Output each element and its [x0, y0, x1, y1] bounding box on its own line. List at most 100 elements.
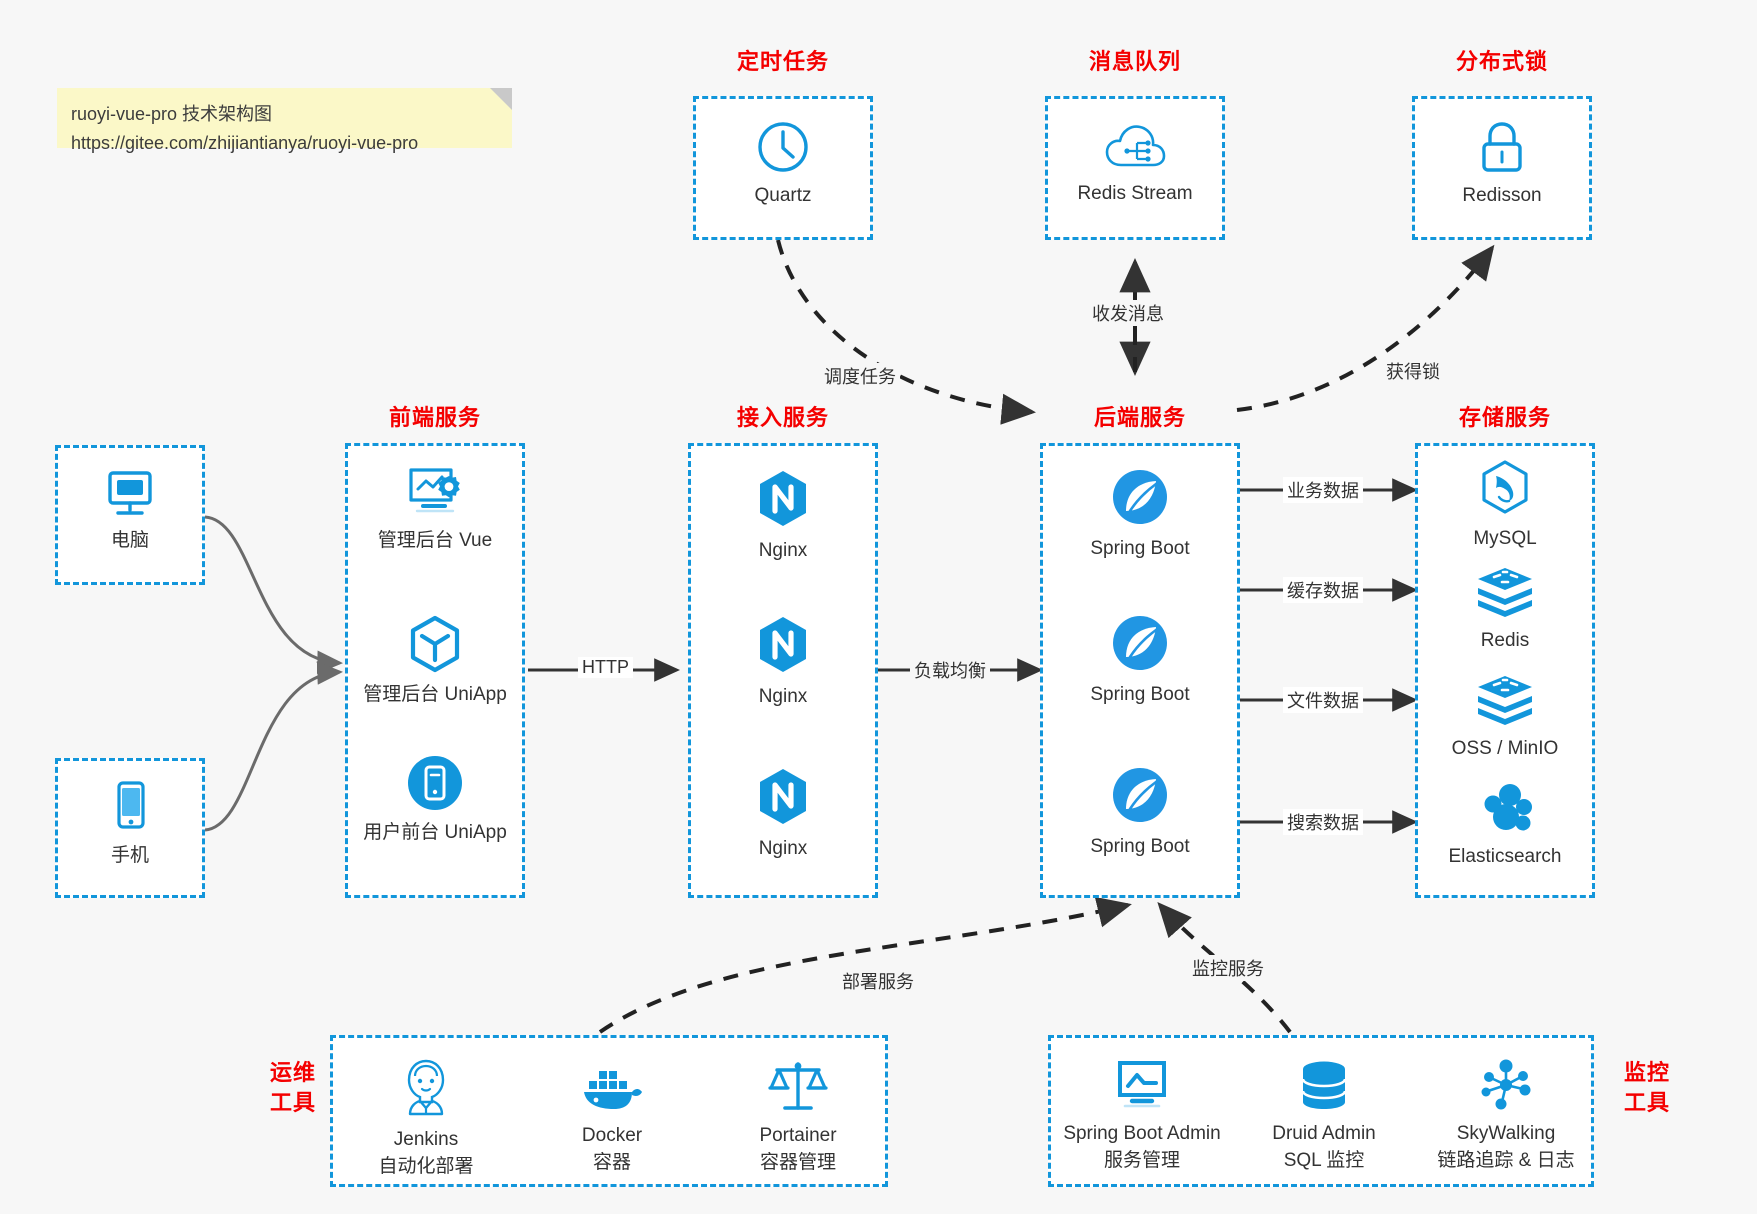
cloud-stream-icon: [1105, 125, 1166, 167]
node-portainer[interactable]: Portainer 容器管理: [705, 1058, 891, 1176]
node-redis[interactable]: Redis: [1418, 566, 1592, 653]
database-icon: [1301, 1061, 1347, 1109]
group-box-gateway: Nginx Nginx Nginx: [688, 443, 878, 898]
node-elasticsearch[interactable]: Elasticsearch: [1418, 782, 1592, 869]
group-title-frontend: 前端服务: [388, 405, 481, 430]
group-box-scheduled-task: Quartz: [693, 96, 873, 240]
group-title-distributed-lock: 分布式锁: [1455, 49, 1548, 74]
node-druid-admin[interactable]: Druid Admin SQL 监控: [1233, 1060, 1415, 1174]
node-desc: 链路追踪 & 日志: [1437, 1150, 1575, 1171]
desktop-icon: [108, 471, 152, 515]
edge-label-business-data: 业务数据: [1283, 477, 1363, 503]
elasticsearch-icon: [1484, 784, 1532, 831]
group-box-devops: Jenkins 自动化部署 Docker 容器: [330, 1035, 888, 1187]
edge-label-deploy-service: 部署服务: [838, 968, 918, 994]
node-mobile[interactable]: 手机: [58, 779, 202, 868]
node-label: Spring Boot: [1090, 836, 1190, 857]
client-box-mobile: 手机: [55, 758, 205, 898]
node-skywalking[interactable]: SkyWalking 链路追踪 & 日志: [1415, 1058, 1597, 1174]
nginx-icon: [760, 769, 806, 824]
edge-label-search-data: 搜索数据: [1283, 809, 1363, 835]
note-fold-icon: [490, 88, 512, 110]
node-mysql[interactable]: MySQL: [1418, 458, 1592, 551]
group-box-distributed-lock: Redisson: [1412, 96, 1592, 240]
node-label: 用户前台 UniApp: [363, 822, 507, 843]
jenkins-butler-icon: [407, 1059, 445, 1116]
group-title-monitoring-line2: 工具: [1623, 1090, 1670, 1115]
group-title-message-queue: 消息队列: [1088, 49, 1181, 74]
node-name: Docker: [581, 1125, 643, 1146]
phone-circle-icon: [408, 756, 462, 810]
spring-leaf-icon: [1113, 616, 1167, 670]
node-spring-boot-admin[interactable]: Spring Boot Admin 服务管理: [1051, 1058, 1233, 1174]
edge-label-cache-data: 缓存数据: [1283, 577, 1363, 603]
monitor-chart-icon: [1118, 1061, 1166, 1108]
node-nginx-2[interactable]: Nginx: [691, 614, 875, 709]
node-jenkins[interactable]: Jenkins 自动化部署: [333, 1056, 519, 1180]
spring-leaf-icon: [1113, 470, 1167, 524]
node-quartz[interactable]: Quartz: [696, 119, 870, 208]
group-title-devops-line1: 运维: [269, 1060, 316, 1085]
clock-icon: [758, 122, 808, 172]
node-label: Redis: [1480, 630, 1530, 651]
edge-label-monitor-service: 监控服务: [1188, 955, 1268, 981]
hexagon-cube-icon: [410, 615, 460, 673]
monitor-gear-icon: [409, 468, 460, 513]
node-label: Spring Boot: [1090, 684, 1190, 705]
group-box-monitoring: Spring Boot Admin 服务管理 Druid Admin SQL 监…: [1048, 1035, 1594, 1187]
node-label: Quartz: [754, 185, 812, 206]
node-spring-boot-2[interactable]: Spring Boot: [1043, 612, 1237, 707]
node-redisson[interactable]: Redisson: [1415, 119, 1589, 208]
spring-leaf-icon: [1113, 768, 1167, 822]
node-spring-boot-1[interactable]: Spring Boot: [1043, 466, 1237, 561]
edge-label-http: HTTP: [578, 657, 633, 678]
node-label: Nginx: [758, 686, 808, 707]
node-label: MySQL: [1473, 528, 1537, 549]
group-title-devops-line2: 工具: [269, 1090, 316, 1115]
node-desc: 自动化部署: [378, 1156, 474, 1177]
edge-label-file-data: 文件数据: [1283, 687, 1363, 713]
node-desktop[interactable]: 电脑: [58, 468, 202, 553]
nginx-icon: [760, 471, 806, 526]
group-title-storage: 存储服务: [1458, 405, 1551, 430]
node-admin-uniapp[interactable]: 管理后台 UniApp: [348, 614, 522, 707]
node-label: OSS / MinIO: [1451, 738, 1559, 759]
group-title-monitoring: 监控 工具: [1612, 1058, 1682, 1118]
node-label: 管理后台 UniApp: [363, 684, 507, 705]
node-nginx-3[interactable]: Nginx: [691, 766, 875, 861]
group-box-storage: MySQL Redis OSS / MinIO: [1415, 443, 1595, 898]
node-name: Spring Boot Admin: [1063, 1123, 1221, 1144]
group-box-frontend: 管理后台 Vue 管理后台 UniApp 用户前台 UniApp: [345, 443, 525, 898]
node-user-uniapp[interactable]: 用户前台 UniApp: [348, 754, 522, 845]
oss-stack-icon: [1478, 676, 1532, 725]
mobile-icon: [117, 781, 145, 829]
group-title-devops: 运维 工具: [258, 1058, 328, 1118]
edge-label-acquire-lock: 获得锁: [1382, 358, 1444, 384]
lock-icon: [1482, 122, 1522, 172]
node-spring-boot-3[interactable]: Spring Boot: [1043, 764, 1237, 859]
node-docker[interactable]: Docker 容器: [519, 1064, 705, 1176]
node-label: Nginx: [758, 838, 808, 859]
node-redis-stream[interactable]: Redis Stream: [1048, 121, 1222, 206]
node-label: Redisson: [1462, 185, 1542, 206]
node-label: 手机: [110, 845, 149, 866]
node-desc: 服务管理: [1103, 1150, 1180, 1171]
group-title-backend: 后端服务: [1093, 405, 1186, 430]
node-admin-vue[interactable]: 管理后台 Vue: [348, 464, 522, 553]
edge-label-schedule-task: 调度任务: [820, 363, 900, 389]
group-title-gateway: 接入服务: [736, 405, 829, 430]
node-oss-minio[interactable]: OSS / MinIO: [1418, 674, 1592, 761]
edge-label-load-balance: 负载均衡: [910, 657, 990, 683]
nginx-icon: [760, 617, 806, 672]
node-label: Elasticsearch: [1448, 846, 1562, 867]
edge-label-send-receive: 收发消息: [1088, 300, 1168, 326]
skywalking-node-icon: [1481, 1059, 1531, 1110]
node-nginx-1[interactable]: Nginx: [691, 468, 875, 563]
node-name: Druid Admin: [1272, 1123, 1376, 1144]
group-title-scheduled-task: 定时任务: [736, 49, 829, 74]
mysql-dolphin-icon: [1482, 460, 1528, 514]
node-name: Jenkins: [393, 1129, 459, 1150]
client-box-desktop: 电脑: [55, 445, 205, 585]
node-label: Spring Boot: [1090, 538, 1190, 559]
